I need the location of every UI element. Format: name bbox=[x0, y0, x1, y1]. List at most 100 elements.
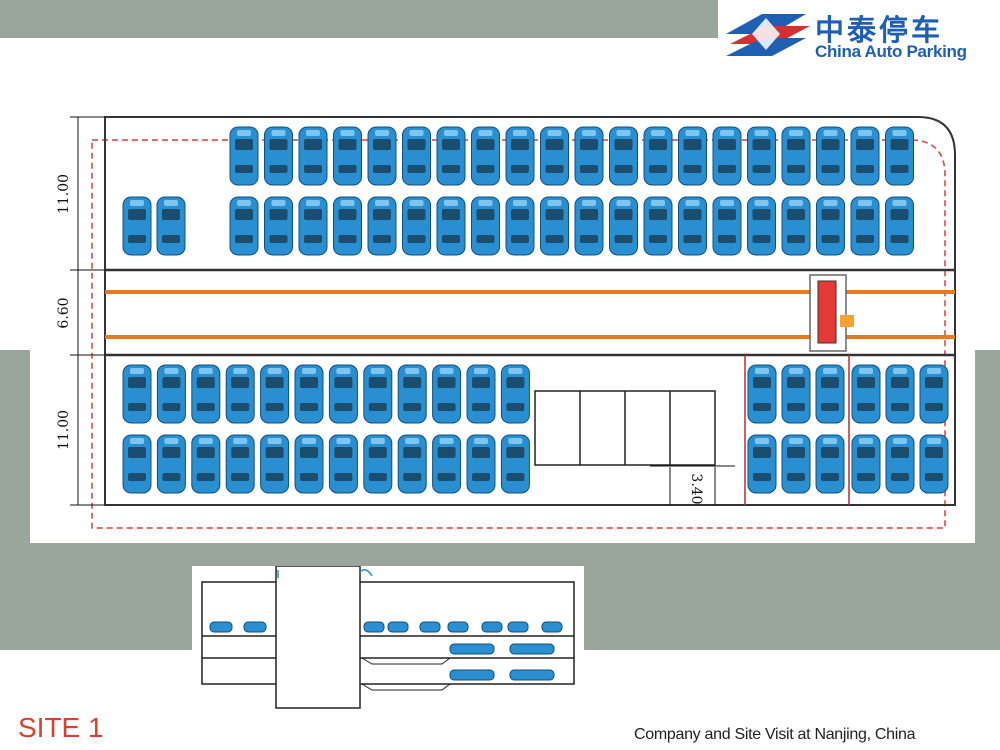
car-top-icon bbox=[712, 126, 742, 186]
car-top-icon bbox=[747, 434, 777, 494]
car-top-icon bbox=[294, 364, 324, 424]
car-top-icon bbox=[436, 126, 466, 186]
car-top-icon bbox=[540, 126, 569, 186]
car-top-icon bbox=[712, 196, 742, 256]
car-top-icon bbox=[815, 434, 845, 494]
car-side-view-icon bbox=[449, 643, 495, 655]
car-top-icon bbox=[260, 364, 290, 424]
car-top-icon bbox=[816, 126, 845, 186]
car-top-icon bbox=[229, 126, 259, 186]
dim-lift-width: 3.40 bbox=[688, 473, 704, 504]
car-top-icon bbox=[919, 434, 949, 494]
car-top-icon bbox=[225, 434, 255, 494]
car-top-icon bbox=[609, 196, 638, 256]
car-top-icon bbox=[678, 196, 707, 256]
car-top-icon bbox=[397, 434, 427, 494]
car-top-icon bbox=[781, 126, 811, 186]
car-side-view-icon bbox=[387, 621, 409, 633]
car-top-icon bbox=[471, 196, 500, 256]
car-top-icon bbox=[816, 196, 845, 256]
car-top-icon bbox=[156, 364, 186, 424]
car-top-icon bbox=[574, 126, 604, 186]
car-top-icon bbox=[363, 364, 393, 424]
top-band bbox=[0, 0, 718, 38]
car-top-icon bbox=[574, 196, 604, 256]
logo-name-en: China Auto Parking bbox=[815, 42, 967, 61]
car-side-view-icon bbox=[509, 643, 555, 655]
car-top-icon bbox=[191, 364, 221, 424]
car-side-view-icon bbox=[541, 621, 563, 633]
car-top-icon bbox=[264, 196, 293, 256]
parking-plan: 11.00 6.60 11.00 3.40 bbox=[30, 85, 975, 543]
car-top-icon bbox=[191, 434, 221, 494]
car-top-icon bbox=[747, 364, 777, 424]
car-top-icon bbox=[747, 196, 776, 256]
car-side-view-icon bbox=[509, 669, 555, 681]
car-top-icon bbox=[260, 434, 290, 494]
car-top-icon bbox=[122, 434, 152, 494]
car-top-icon bbox=[225, 364, 255, 424]
car-top-icon bbox=[781, 196, 811, 256]
car-top-icon bbox=[298, 126, 328, 186]
car-top-icon bbox=[781, 364, 811, 424]
car-side-view-icon bbox=[419, 621, 441, 633]
car-top-icon bbox=[851, 364, 881, 424]
car-top-icon bbox=[432, 434, 462, 494]
car-top-icon bbox=[505, 196, 535, 256]
site-label: SITE 1 bbox=[18, 712, 104, 743]
company-logo: 中泰停车 China Auto Parking bbox=[718, 0, 1000, 76]
section-drawing bbox=[201, 565, 575, 709]
car-side-view-icon bbox=[447, 621, 469, 633]
car-top-icon bbox=[363, 434, 393, 494]
car-top-icon bbox=[919, 364, 949, 424]
car-top-icon bbox=[850, 126, 880, 186]
lift-area bbox=[534, 390, 735, 505]
car-top-icon bbox=[505, 126, 535, 186]
car-top-icon bbox=[367, 126, 397, 186]
car-top-icon bbox=[500, 364, 530, 424]
caption: Company and Site Visit at Nanjing, China bbox=[634, 726, 916, 743]
car-top-icon bbox=[678, 126, 707, 186]
logo-name-cn: 中泰停车 bbox=[815, 13, 944, 47]
car-top-icon bbox=[815, 364, 845, 424]
shuttle-carrier bbox=[809, 274, 854, 352]
dim-bottom-zone: 11.00 bbox=[56, 410, 72, 450]
car-top-icon bbox=[643, 196, 673, 256]
car-top-icon bbox=[432, 364, 462, 424]
car-top-icon bbox=[397, 364, 427, 424]
car-top-icon bbox=[471, 126, 500, 186]
car-side-view-icon bbox=[363, 621, 385, 633]
car-top-icon bbox=[466, 364, 496, 424]
car-top-icon bbox=[885, 364, 915, 424]
car-side-view-icon bbox=[481, 621, 503, 633]
parking-plan-drawing: 11.00 6.60 11.00 3.40 bbox=[56, 116, 956, 529]
car-top-icon bbox=[609, 126, 638, 186]
car-top-icon bbox=[402, 196, 431, 256]
car-top-icon bbox=[333, 126, 362, 186]
car-top-icon bbox=[436, 196, 466, 256]
car-top-icon bbox=[500, 434, 530, 494]
section-view bbox=[192, 565, 584, 713]
car-top-icon bbox=[122, 196, 152, 256]
car-top-icon bbox=[851, 434, 881, 494]
car-top-icon bbox=[156, 196, 186, 256]
car-top-icon bbox=[328, 434, 358, 494]
stylized-car-logo-icon bbox=[726, 14, 810, 56]
car-side-view-icon bbox=[507, 621, 529, 633]
car-side-view-icon bbox=[209, 621, 233, 633]
car-side-view-icon bbox=[243, 621, 267, 633]
car-side-view-icon bbox=[449, 669, 495, 681]
car-top-icon bbox=[850, 196, 880, 256]
car-top-icon bbox=[328, 364, 358, 424]
car-top-icon bbox=[402, 126, 431, 186]
car-top-icon bbox=[885, 126, 914, 186]
car-top-icon bbox=[298, 196, 328, 256]
car-top-icon bbox=[781, 434, 811, 494]
car-top-icon bbox=[540, 196, 569, 256]
car-top-icon bbox=[643, 126, 673, 186]
car-top-icon bbox=[264, 126, 293, 186]
dim-aisle: 6.60 bbox=[56, 297, 72, 328]
section-cars bbox=[209, 621, 563, 681]
car-top-icon bbox=[747, 126, 776, 186]
car-top-icon bbox=[466, 434, 496, 494]
